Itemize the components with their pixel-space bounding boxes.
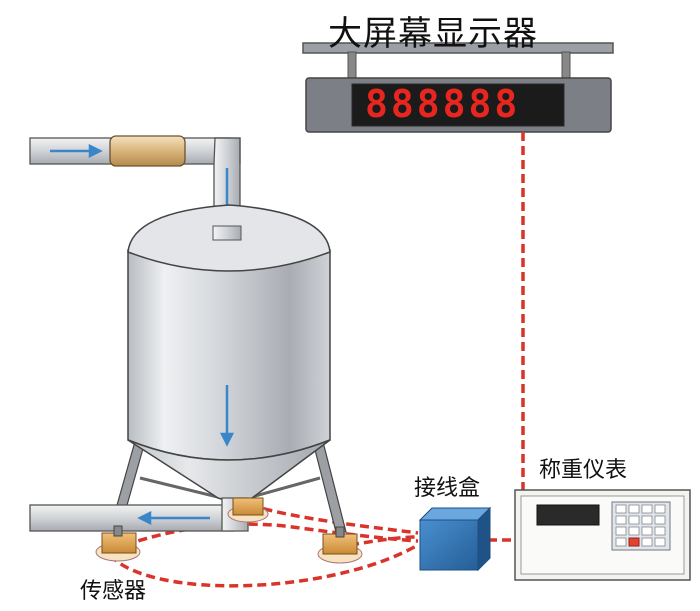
load-cell-icon: [95, 525, 141, 562]
large-display-label: 大屏幕显示器: [328, 14, 538, 54]
junction-box-label: 接线盒: [414, 476, 481, 501]
large-display: [302, 42, 614, 133]
keypad-icon: [611, 501, 671, 551]
cable-cell-left-low: [108, 543, 419, 588]
flow-arrow-icon: [50, 143, 103, 159]
load-cell-icon: [227, 497, 269, 523]
display-mount-bar: [302, 42, 614, 54]
load-cell-icon: [317, 526, 363, 564]
junction-box: [418, 506, 492, 572]
storage-tank: [127, 204, 331, 502]
outlet-pipe: [29, 497, 249, 532]
weighing-indicator: [514, 489, 691, 581]
flow-arrow-icon: [219, 385, 235, 447]
display-digits: 888888: [365, 82, 521, 126]
load-cell-label: 传感器: [80, 579, 147, 604]
cable-cell-right-front: [349, 535, 419, 547]
inlet-pipe: [29, 135, 241, 239]
display-screen: [351, 83, 565, 127]
indicator-screen: [536, 504, 600, 526]
weighing-indicator-label: 称重仪表: [539, 458, 628, 483]
flexible-coupling: [109, 135, 186, 167]
flow-arrow-icon: [137, 510, 210, 526]
